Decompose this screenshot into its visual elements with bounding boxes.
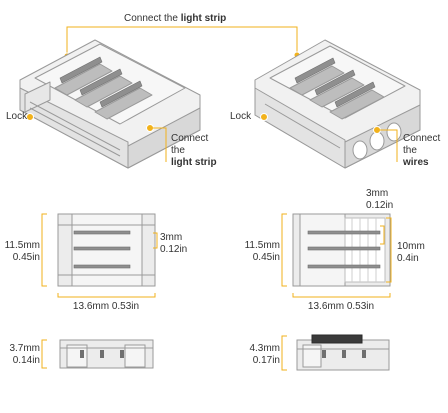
- right-front-height: 11.5mm 0.45in: [244, 240, 280, 263]
- right-side-view: [296, 334, 390, 371]
- right-side-height: 4.3mm 0.17in: [249, 343, 280, 366]
- left-front-pitch: 3mm 0.12in: [160, 232, 188, 255]
- left-front-width: 13.6mm 0.53in: [72, 301, 140, 312]
- left-connect-label: Connect the light strip: [171, 133, 217, 168]
- left-lock-label: Lock: [6, 111, 28, 122]
- left-front-height: 11.5mm 0.45in: [4, 240, 40, 263]
- top-callout-leader: [66, 26, 298, 54]
- right-lock-label: Lock: [230, 111, 252, 122]
- right-front-spacing: 10mm 0.4in: [397, 241, 425, 264]
- right-connector-3d: [254, 39, 421, 169]
- left-side-view: [59, 339, 154, 369]
- left-front-view: [57, 213, 156, 287]
- top-callout-label: Connect the light strip: [124, 13, 227, 24]
- left-connector-3d: [19, 39, 201, 169]
- left-side-height: 3.7mm 0.14in: [9, 343, 40, 366]
- right-front-view: [292, 213, 391, 287]
- right-connect-label: Connect the wires: [403, 133, 441, 168]
- right-front-width: 13.6mm 0.53in: [307, 301, 375, 312]
- right-front-pitch: 3mm 0.12in: [366, 188, 394, 211]
